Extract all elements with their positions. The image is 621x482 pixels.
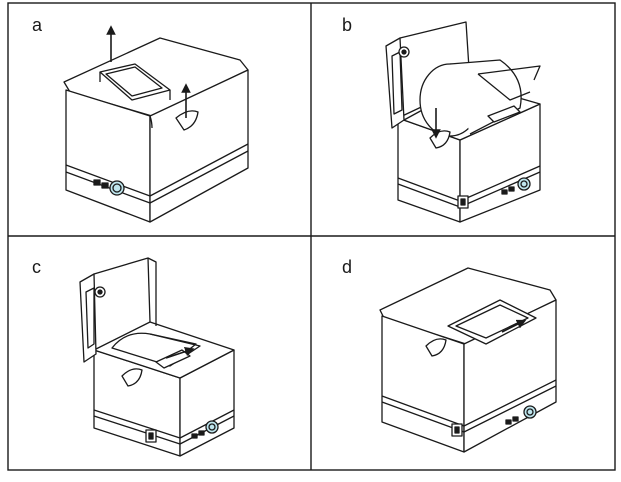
panel-a-illustration [63,37,249,223]
panel-d-illustration [379,267,557,453]
panel-label-c: c [32,257,41,277]
panel-label-b: b [342,15,353,35]
panel-label-a: a [32,15,43,35]
panel-label-d: d [342,257,353,277]
panel-c-arrows [165,346,195,359]
panel-d-arrows [501,319,527,333]
panel-grid [7,2,616,471]
panel-b-illustration [385,21,541,223]
panel-c-illustration [79,257,235,457]
panel-a-arrows [106,25,191,118]
